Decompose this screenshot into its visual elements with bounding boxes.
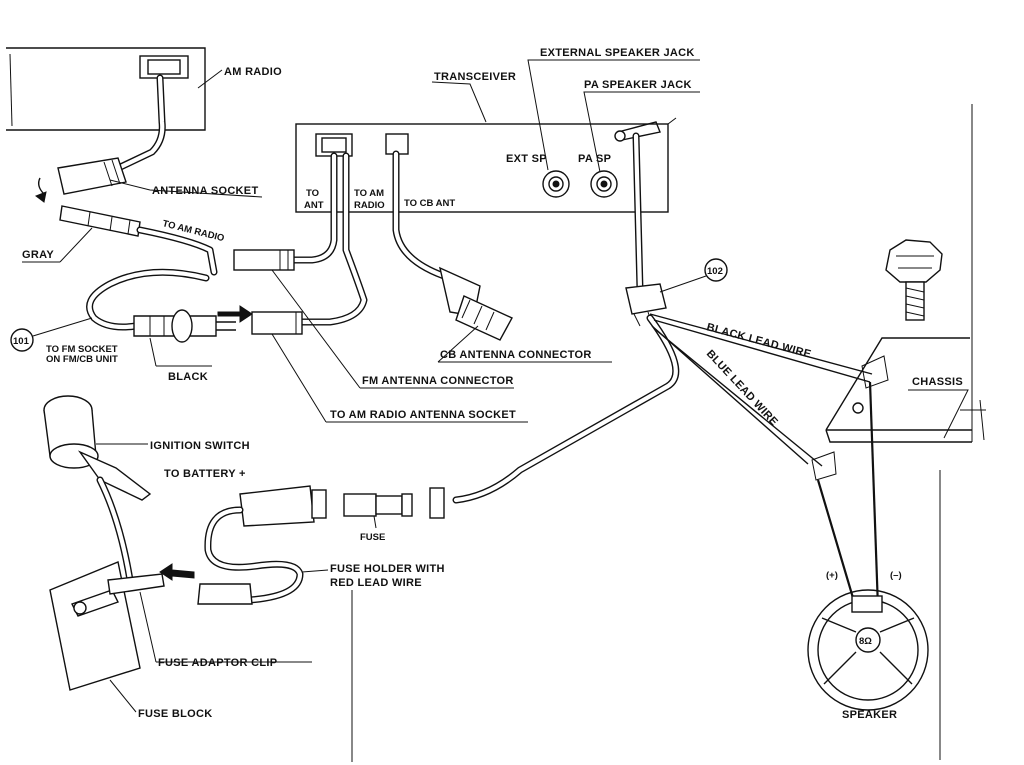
- fuse-block-label: FUSE BLOCK: [138, 708, 213, 720]
- to-ant-label-2: ANT: [304, 200, 324, 211]
- bolt: [886, 240, 942, 320]
- am-radio-leader: [198, 70, 222, 88]
- svg-text:101: 101: [13, 336, 30, 347]
- svg-text:102: 102: [707, 266, 723, 277]
- transceiver-leader: [432, 82, 486, 122]
- to-cb-ant-label: TO CB ANT: [404, 198, 455, 209]
- antenna-socket: [36, 158, 126, 202]
- transceiver-unit: [296, 118, 676, 212]
- antenna-leads: [234, 154, 512, 340]
- am-radio-label: AM RADIO: [224, 66, 282, 78]
- cb-antenna-connector-label: CB ANTENNA CONNECTOR: [440, 349, 592, 361]
- speaker-plus-label: (+): [826, 570, 838, 581]
- gray-plug: [60, 206, 214, 272]
- black-lead-wire-label: BLACK LEAD WIRE: [705, 321, 812, 360]
- speaker-ohm-label: 8Ω: [859, 636, 872, 647]
- speaker-label: SPEAKER: [842, 709, 897, 721]
- chassis-label: CHASSIS: [912, 376, 963, 388]
- to-fm-socket-label-2: ON FM/CB UNIT: [46, 354, 118, 365]
- fuse-block-leader: [110, 680, 136, 712]
- external-speaker-jack-leader: [528, 60, 700, 170]
- ignition-switch: [44, 396, 150, 580]
- pa-speaker-jack-label: PA SPEAKER JACK: [584, 79, 692, 91]
- fuse-adaptor-clip-label: FUSE ADAPTOR CLIP: [158, 657, 277, 669]
- fm-antenna-connector-label: FM ANTENNA CONNECTOR: [362, 375, 514, 387]
- fuse-holder-leader: [302, 570, 328, 572]
- speaker-minus-label: (–): [890, 570, 902, 581]
- black-label: BLACK: [168, 371, 208, 383]
- fuse-holder-label-2: RED LEAD WIRE: [330, 577, 422, 589]
- external-speaker-jack-label: EXTERNAL SPEAKER JACK: [540, 47, 695, 59]
- fuse-leader: [374, 516, 376, 528]
- fm-cable: [90, 272, 252, 342]
- am-radio-unit: [6, 48, 205, 172]
- ignition-switch-label: IGNITION SWITCH: [150, 440, 250, 452]
- gray-label: GRAY: [22, 249, 54, 261]
- to-am-radio-port-label-1: TO AM: [354, 188, 384, 199]
- transceiver-label: TRANSCEIVER: [434, 71, 516, 83]
- fuse-holder-label-1: FUSE HOLDER WITH: [330, 563, 445, 575]
- to-ant-label-1: TO: [306, 188, 319, 199]
- fuse-block: [50, 562, 164, 690]
- to-battery-label: TO BATTERY +: [164, 468, 246, 480]
- fuse-label: FUSE: [360, 532, 385, 543]
- speaker-cable: [626, 136, 666, 326]
- chassis: [826, 104, 986, 760]
- to-am-radio-antenna-socket-label: TO AM RADIO ANTENNA SOCKET: [330, 409, 516, 421]
- to-am-radio-port-label-2: RADIO: [354, 200, 385, 211]
- callout-102: 102: [660, 259, 727, 292]
- blue-lead-wire-label: BLUE LEAD WIRE: [704, 348, 780, 429]
- ext-sp-label: EXT SP: [506, 153, 547, 165]
- chassis-leader: [908, 390, 968, 438]
- pa-sp-label: PA SP: [578, 153, 611, 165]
